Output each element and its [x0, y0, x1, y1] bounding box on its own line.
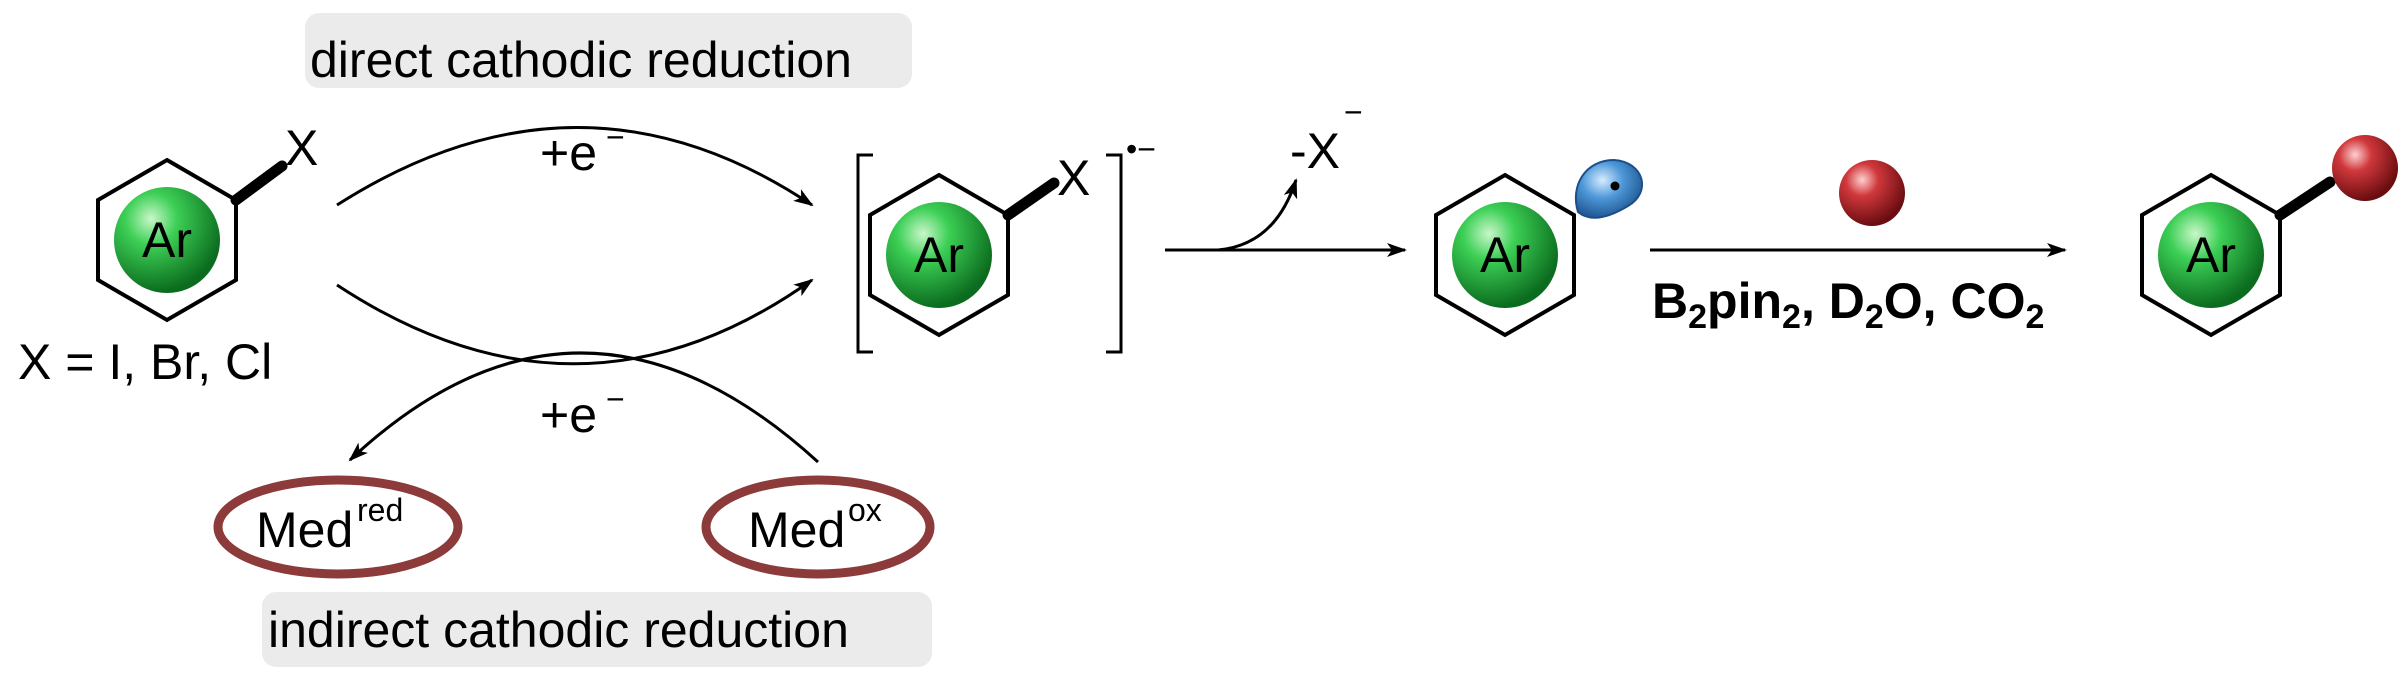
ar-sphere — [1452, 202, 1558, 308]
b2pin2-sub: 2 — [1688, 298, 1707, 336]
indirect-reduction-label: indirect cathodic reduction — [262, 592, 932, 667]
aryl-halide: Ar X — [96, 120, 318, 323]
aryl-radical: Ar — [1434, 158, 1644, 338]
halide-leaving-arrow — [1217, 178, 1298, 252]
direct-label-text: direct cathodic reduction — [310, 32, 852, 88]
electrophile-sphere — [2332, 135, 2398, 201]
product: Ar — [2140, 135, 2398, 338]
leaving-charge: − — [1344, 94, 1363, 130]
indirect-label-text: indirect cathodic reduction — [268, 602, 849, 658]
med-ox-base: Med — [748, 502, 845, 558]
ar-label: Ar — [2186, 227, 2236, 283]
radical-anion-mark: •− — [1126, 131, 1156, 167]
leaving-halide: -X − — [1290, 94, 1363, 179]
med-red-sup: red — [357, 492, 403, 528]
benzene-ring — [1434, 172, 1576, 338]
left-bracket — [856, 153, 873, 354]
mediator-reduced: Med red — [213, 475, 463, 579]
b2pin2-sub2: 2 — [1782, 298, 1801, 336]
electron-bottom: +e − — [540, 381, 625, 443]
ar-sphere — [2158, 202, 2264, 308]
b2pin2-main: B — [1652, 273, 1688, 329]
electron-charge-top: − — [606, 119, 625, 155]
med-ox-sup: ox — [848, 492, 882, 528]
c-x-bond — [230, 160, 288, 206]
sep1: , — [1801, 273, 1829, 329]
mediator-oxidized: Med ox — [701, 475, 935, 579]
d2o-sub: 2 — [1865, 298, 1884, 336]
ar-label: Ar — [142, 212, 192, 268]
electron-charge-bottom: − — [606, 381, 625, 417]
reagents-line: B2pin2, D2O, CO2 — [1652, 273, 2044, 336]
d2o-tail: O — [1884, 273, 1923, 329]
x-definition: X = I, Br, Cl — [18, 334, 272, 390]
sep2: , — [1923, 273, 1951, 329]
radical-dot — [1610, 181, 1620, 191]
ar-sphere — [886, 202, 992, 308]
d2o-main: D — [1829, 273, 1865, 329]
mediated-transfer-arrow — [336, 278, 814, 366]
ar-label: Ar — [1480, 227, 1530, 283]
electrophile-sphere — [1839, 160, 1905, 226]
radical-orbital — [1574, 158, 1644, 219]
label-box — [262, 592, 932, 667]
plus-e-bottom: +e — [540, 387, 597, 443]
radical-anion: Ar X •− — [856, 131, 1156, 354]
electron-top: +e − — [540, 119, 625, 181]
leaving-group-text: -X — [1290, 123, 1340, 179]
label-box — [305, 13, 912, 88]
ar-label: Ar — [914, 227, 964, 283]
co2-sub: 2 — [2025, 298, 2044, 336]
med-red-base: Med — [256, 502, 353, 558]
co2-main: CO — [1950, 273, 2025, 329]
b2pin2-tail: pin — [1707, 273, 1782, 329]
new-bond — [2274, 176, 2336, 221]
mediator-ring — [213, 475, 463, 579]
direct-reduction-label: direct cathodic reduction — [305, 13, 912, 88]
substituent-x: X — [285, 120, 318, 176]
right-bracket — [1106, 153, 1123, 354]
mediator-ring — [701, 475, 935, 579]
direct-reduction-arrow — [336, 126, 814, 207]
ar-sphere — [114, 187, 220, 293]
plus-e-top: +e — [540, 125, 597, 181]
substituent-x: X — [1057, 150, 1090, 206]
c-x-bond — [1002, 177, 1060, 221]
mediator-cycle-arrow — [348, 351, 820, 464]
